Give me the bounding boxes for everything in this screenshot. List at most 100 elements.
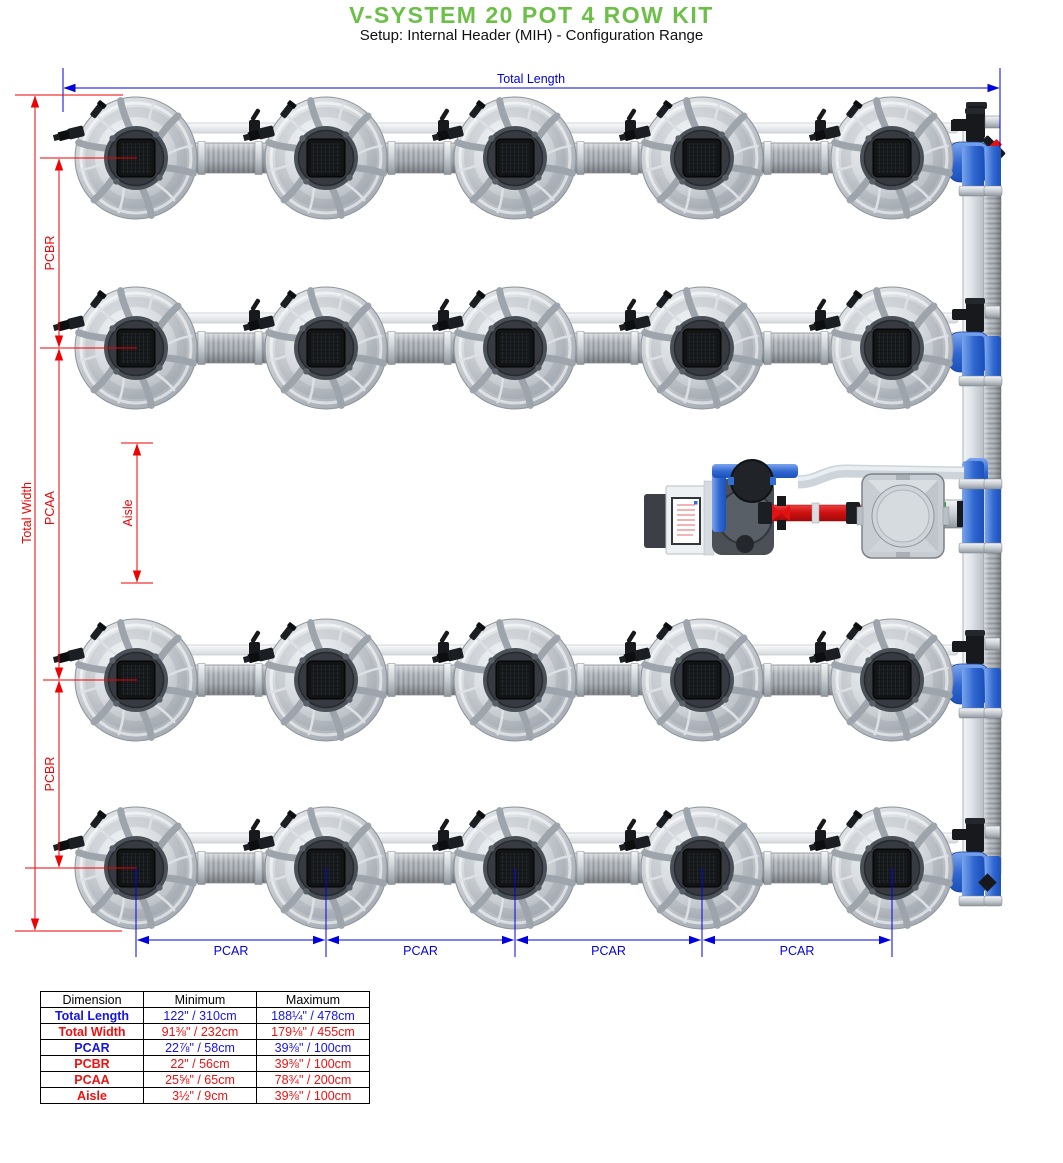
dimension-value-cell: 39⅜" / 100cm: [256, 1087, 370, 1104]
junction-coupler: [983, 375, 1003, 387]
total-length-dimension: [62, 68, 1001, 148]
dimension-value-cell: 122" / 310cm: [143, 1007, 257, 1024]
pump-blue-pipe-vertical: [712, 466, 726, 532]
junction-coupler: [958, 375, 987, 387]
pipe-coupler: [443, 331, 452, 365]
pipe-coupler: [387, 663, 396, 697]
pipe-coupler: [387, 141, 396, 175]
pcar-label: PCAR: [214, 944, 249, 958]
feed-clamp-lever: [250, 298, 261, 311]
header-pump-junction: [941, 458, 1003, 554]
pipe-coupler: [197, 851, 206, 885]
table-header-cell: Minimum: [143, 991, 257, 1008]
pipe-coupler: [254, 331, 263, 365]
dimension-name-cell: PCBR: [40, 1055, 144, 1072]
dimension-value-cell: 179⅛" / 455cm: [256, 1023, 370, 1040]
pipe-coupler: [576, 141, 585, 175]
pipe-coupler: [763, 331, 772, 365]
pipe-coupler: [254, 851, 263, 885]
feed-clamp-lever: [250, 630, 261, 643]
junction-coupler: [958, 895, 987, 907]
pipe-coupler: [820, 331, 829, 365]
pipe-coupler: [443, 141, 452, 175]
pcar-label: PCAR: [591, 944, 626, 958]
total-length-label: Total Length: [497, 72, 565, 86]
pipe-coupler: [763, 141, 772, 175]
total-width-label: Total Width: [20, 482, 34, 544]
feed-clamp-lever: [439, 630, 450, 643]
dimension-value-cell: 22" / 56cm: [143, 1055, 257, 1072]
pipe-coupler: [630, 331, 639, 365]
pipe-coupler: [820, 663, 829, 697]
header-assembly: [941, 102, 1006, 907]
controller-screen-lines: [677, 504, 695, 536]
dimension-name-cell: PCAR: [40, 1039, 144, 1056]
pcar-dimensions: PCAR PCAR PCAR PCAR: [135, 868, 893, 958]
pipe-coupler: [387, 331, 396, 365]
feed-clamp-lever: [816, 630, 827, 643]
pipe-coupler: [630, 851, 639, 885]
feed-clamp-lever: [626, 108, 637, 121]
dimension-value-cell: 39⅜" / 100cm: [256, 1039, 370, 1056]
dimension-value-cell: 3½" / 9cm: [143, 1087, 257, 1104]
pipe-coupler: [576, 331, 585, 365]
header-junction: [943, 298, 1003, 387]
pipe-coupler: [763, 851, 772, 885]
pcar-label: PCAR: [780, 944, 815, 958]
feed-clamp-lever: [250, 818, 261, 831]
page-title: V-SYSTEM 20 POT 4 ROW KIT: [349, 2, 714, 28]
pcar-label: PCAR: [403, 944, 438, 958]
table-header-cell: Maximum: [256, 991, 370, 1008]
total-width-dimension: [15, 94, 123, 932]
junction-coupler: [983, 707, 1003, 719]
pipe-coupler: [254, 663, 263, 697]
header-junction: [943, 108, 1003, 197]
feed-clamp-lever: [816, 108, 827, 121]
dimension-value-cell: 78¾" / 200cm: [256, 1071, 370, 1088]
dimension-value-cell: 39⅜" / 100cm: [256, 1055, 370, 1072]
reservoir-tank: [856, 473, 950, 559]
dimension-name-cell: Aisle: [40, 1087, 144, 1104]
feed-clamp-lever: [439, 108, 450, 121]
feed-clamp-lever: [626, 630, 637, 643]
dimension-name-cell: PCAA: [40, 1071, 144, 1088]
pump-valve-knob: [730, 459, 774, 503]
header-junction: [943, 818, 1003, 907]
dimension-name-cell: Total Width: [40, 1023, 144, 1040]
dimension-value-cell: 25⅝" / 65cm: [143, 1071, 257, 1088]
junction-coupler: [983, 185, 1003, 197]
feed-clamp-lever: [439, 818, 450, 831]
pcaa-label: PCAA: [43, 490, 57, 525]
junction-coupler: [958, 185, 987, 197]
feed-clamp-lever: [816, 298, 827, 311]
feed-clamp-lever: [626, 298, 637, 311]
pipe-coupler: [197, 663, 206, 697]
pipe-coupler: [630, 141, 639, 175]
controller-screen: [671, 497, 701, 545]
pump-assembly: [644, 459, 965, 559]
feed-clamp-lever: [816, 818, 827, 831]
pipe-coupler: [576, 663, 585, 697]
table-header-cell: Dimension: [40, 991, 144, 1008]
aisle-label: Aisle: [121, 499, 135, 526]
pipe-coupler: [820, 141, 829, 175]
junction-coupler: [958, 707, 987, 719]
pipe-coupler: [254, 141, 263, 175]
dimension-value-cell: 22⅞" / 58cm: [143, 1039, 257, 1056]
feed-clamp-lever: [626, 818, 637, 831]
end-plug: [978, 873, 997, 892]
pipe-coupler: [197, 141, 206, 175]
page-subtitle: Setup: Internal Header (MIH) - Configura…: [359, 27, 704, 44]
pipe-coupler: [387, 851, 396, 885]
pipe-coupler: [820, 851, 829, 885]
pipe-coupler: [763, 663, 772, 697]
pipe-coupler: [443, 663, 452, 697]
